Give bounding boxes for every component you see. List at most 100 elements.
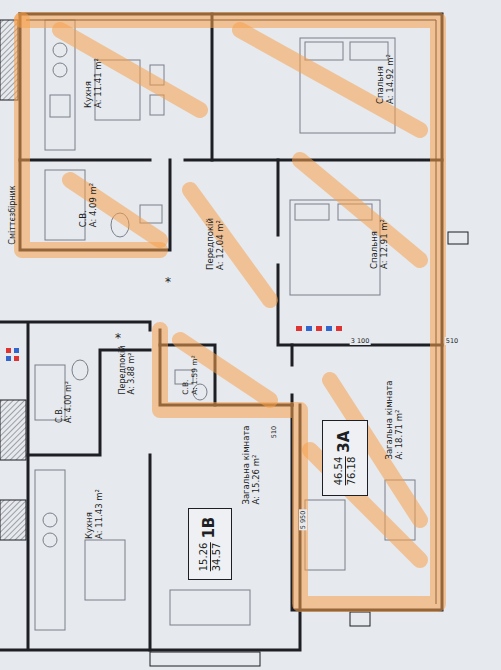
plan-rect (305, 42, 343, 60)
plan-rect (316, 326, 322, 331)
apartment-number: 3A (336, 430, 353, 452)
room-area-value: A: 14.92 m² (386, 54, 396, 104)
plan-rect (170, 590, 250, 625)
room-area-value: A: 15.26 m² (252, 455, 262, 505)
marker: * (165, 275, 171, 289)
area-fraction: 15.2634.57 (198, 542, 222, 571)
room-area-value: A: 11.41 m² (94, 58, 104, 108)
area-fraction: 46.5476.18 (333, 456, 357, 485)
room-name: Передпокій (118, 346, 127, 395)
area-value: 76.18 (345, 456, 357, 485)
room-label: КухняA: 11.43 m² (85, 489, 105, 539)
room-area-value: A: 18.71 m² (395, 410, 405, 460)
room-label: С.В.A: 1.59 m² (182, 355, 199, 394)
plan-rect (0, 500, 26, 540)
room-area: ПередпокійA: 3.88 m² (102, 332, 158, 452)
plan-rect (448, 232, 468, 244)
plan-rect (6, 356, 11, 361)
plan-path (291, 345, 294, 405)
room-area-value: A: 11.43 m² (95, 489, 105, 539)
room-area: КухняA: 11.43 m² (30, 458, 148, 646)
room-name: Спальня (370, 231, 380, 269)
room-area: ПередпокійA: 12.04 m² (172, 163, 276, 343)
plan-rect (35, 470, 65, 630)
room-name: Загальна кімната (385, 381, 395, 460)
area-value: 15.26 (198, 542, 211, 571)
plan-circle (43, 513, 57, 527)
room-area: Загальна кімнатаA: 18.71 m² 3A 46.5476.18 (294, 348, 434, 606)
room-name: Спальня (376, 66, 386, 104)
plan-rect (85, 540, 125, 600)
room-label: 1В 15.2634.57 (198, 516, 222, 571)
plan-rect (150, 652, 260, 666)
room-label: 3A 46.5476.18 (333, 430, 357, 485)
dimension: 510 (445, 337, 459, 345)
dimension: 5 950 (299, 510, 307, 531)
room-area-value: A: 4.00 m² (64, 381, 73, 423)
room-label: Загальна кімнатаA: 18.71 m² (385, 381, 405, 460)
room-name: Загальна кімната (242, 426, 252, 505)
room-area-value: A: 12.91 m² (380, 219, 390, 269)
plan-path (211, 14, 214, 160)
plan-rect (350, 612, 370, 626)
plan-rect (350, 42, 388, 60)
room-name: С.В. (55, 407, 64, 423)
room-name: Кухня (85, 81, 95, 108)
plan-rect (14, 348, 19, 353)
plan-path (28, 350, 150, 650)
plan-circle (53, 43, 67, 57)
plan-rect (295, 204, 329, 220)
room-label: С.В.A: 4.09 m² (79, 183, 99, 228)
room-label: С.В.A: 4.00 m² (55, 381, 73, 423)
room-area-value: A: 4.09 m² (89, 183, 99, 228)
room-label: ПередпокійA: 3.88 m² (118, 346, 136, 395)
room-area: КухняA: 11.41 m² (40, 22, 210, 158)
apartment-tag: 1В 15.2634.57 (188, 508, 232, 580)
plan-rect (6, 348, 11, 353)
room-area: С.В.A: 1.59 m² (162, 347, 214, 403)
room-area-value: A: 12.04 m² (216, 220, 226, 270)
marker: * (115, 331, 121, 345)
room-label: ПередпокійA: 12.04 m² (206, 218, 226, 270)
area-value: 34.57 (210, 542, 222, 571)
plan-ellipse (72, 360, 88, 380)
apartment-number: 1В (201, 516, 218, 538)
plan-g (35, 20, 415, 630)
plan-rect (336, 326, 342, 331)
room-area: СпальняA: 12.91 m² (281, 163, 433, 343)
dimension: 3 100 (350, 337, 371, 345)
plan-rect (305, 500, 345, 570)
plan-path (0, 322, 300, 650)
room-area: С.В.A: 4.00 m² (30, 352, 98, 452)
room-label: КухняA: 11.41 m² (85, 58, 105, 108)
plan-rect (296, 326, 302, 331)
room-area: С.В.A: 4.09 m² (24, 163, 168, 247)
room-area-value: A: 1.59 m² (191, 355, 200, 394)
room-name: Кухня (85, 513, 95, 540)
plan-rect (0, 400, 26, 460)
plan-circle (53, 63, 67, 77)
room-area-value: A: 3.88 m² (127, 353, 136, 395)
room-name: Сміттєзбірник (8, 185, 17, 244)
apartment-tag: 3A 46.5476.18 (322, 420, 368, 496)
plan-path (20, 14, 442, 610)
room-label: СпальняA: 14.92 m² (376, 54, 396, 104)
plan-g (0, 14, 442, 650)
plan-path (22, 20, 438, 604)
plan-rect (306, 326, 312, 331)
dimension: 510 (270, 425, 278, 439)
room-label: СпальняA: 12.91 m² (370, 219, 390, 269)
room-area: СпальняA: 14.92 m² (214, 22, 434, 158)
plan-rect (50, 95, 70, 117)
plan-rect (14, 356, 19, 361)
plan-path (26, 20, 436, 604)
plan-path (20, 159, 442, 162)
plan-g (22, 20, 438, 604)
area-value: 46.54 (333, 456, 346, 485)
plan-circle (43, 533, 57, 547)
plan-path (60, 30, 420, 560)
plan-rect (326, 326, 332, 331)
